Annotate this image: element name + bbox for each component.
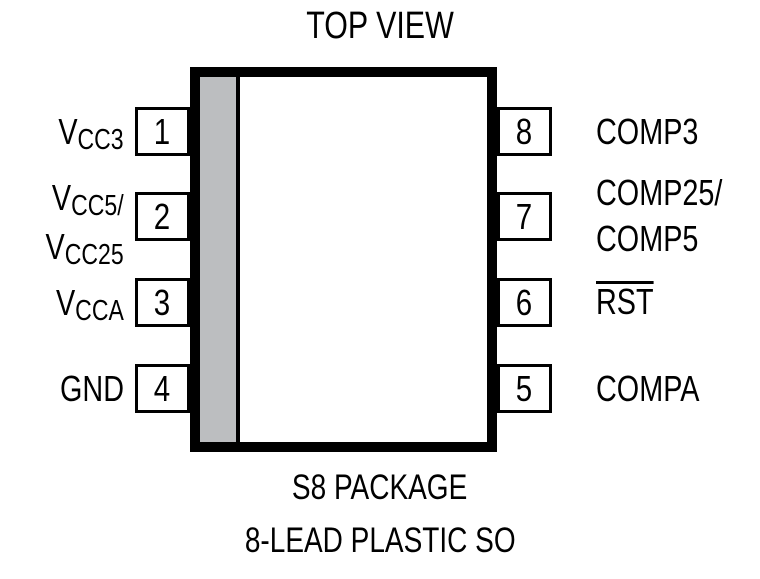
pin-label-7: COMP25/ COMP5 [596, 170, 754, 262]
pin-label-2-main-line2: V [45, 226, 66, 267]
pin-number-6: 6 [516, 281, 533, 323]
pin-number-1: 1 [154, 110, 171, 152]
pin-label-3-sub: CCA [75, 294, 124, 327]
pin-box-7: 7 [497, 192, 552, 241]
pin-label-8-text: COMP3 [596, 111, 699, 152]
pin-number-7: 7 [516, 195, 533, 237]
pin-label-7-text-line1: COMP25/ [596, 172, 723, 213]
pin1-indicator-stripe [200, 77, 240, 442]
pin-label-2-sub-line2: CC25 [65, 238, 124, 271]
pin-box-3: 3 [135, 278, 190, 327]
pin-box-6: 6 [497, 278, 552, 327]
package-body [190, 67, 497, 452]
package-name-caption: S8 PACKAGE [292, 468, 468, 507]
pin-box-4: 4 [135, 364, 190, 413]
pin-label-4-main: GND [60, 368, 124, 409]
pin-number-2: 2 [154, 195, 171, 237]
pin-label-1-sub: CC3 [77, 123, 124, 156]
pin-box-1: 1 [135, 107, 190, 156]
pin-box-5: 5 [497, 364, 552, 413]
pin-label-6: RST [596, 281, 668, 322]
pin-label-1-main: V [58, 111, 78, 152]
pin-label-5: COMPA [596, 369, 725, 409]
pin-box-2: 2 [135, 192, 190, 241]
pin-label-3: VCCA [39, 282, 124, 327]
pin-label-1: VCC3 [42, 111, 124, 156]
pin-number-8: 8 [516, 110, 533, 152]
package-description-caption: 8-LEAD PLASTIC SO [244, 521, 516, 560]
pin-label-8: COMP3 [596, 112, 724, 152]
pin-number-4: 4 [154, 367, 171, 409]
pin-box-8: 8 [497, 107, 552, 156]
pin-label-2-main: V [52, 177, 72, 218]
pin-label-4: GND [44, 369, 124, 409]
pin-label-2-sub: CC5/ [71, 189, 124, 222]
diagram-title: TOP VIEW [306, 5, 454, 47]
pin-label-5-text: COMPA [596, 368, 700, 409]
pin-label-7-text-line2: COMP5 [596, 218, 699, 259]
pin-label-2: VCC5/ VCC25 [26, 175, 124, 273]
pin-label-3-main: V [56, 282, 76, 323]
pin-number-5: 5 [516, 367, 533, 409]
pin-label-6-text: RST [596, 281, 654, 322]
pin-number-3: 3 [154, 281, 171, 323]
